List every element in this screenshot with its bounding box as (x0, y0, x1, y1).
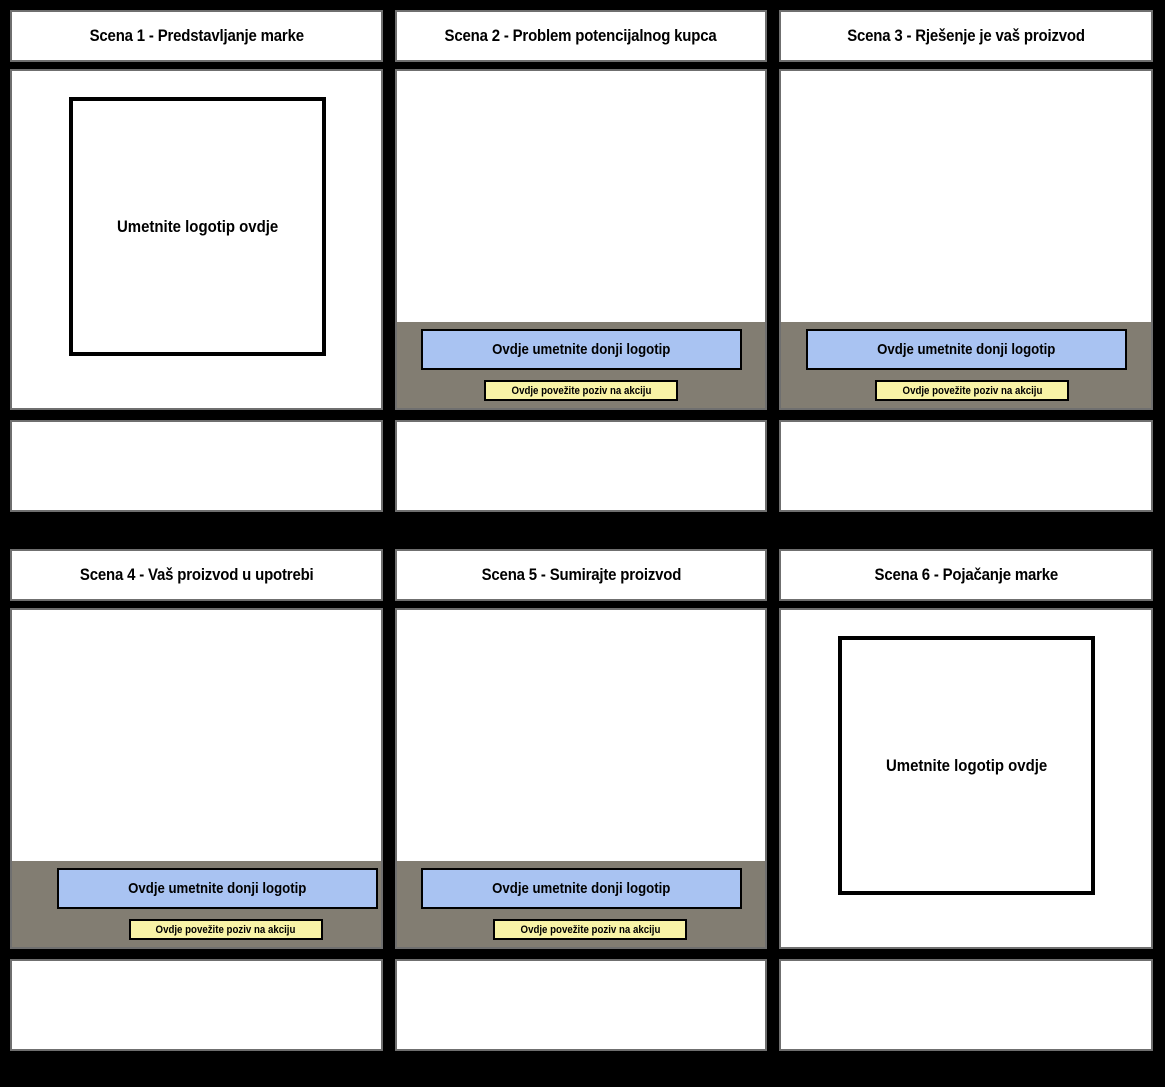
scene-6-logo-placeholder-box[interactable]: Umetnite logotip ovdje (838, 636, 1095, 895)
scene-2-bottom-logo-label: Ovdje umetnite donji logotip (491, 341, 671, 358)
scene-4-bottom-strip: Ovdje umetnite donji logotip Ovdje povež… (12, 861, 381, 947)
scene-3-title-bar[interactable]: Scena 3 - Rješenje je vaš proizvod (779, 10, 1153, 62)
scene-4-title: Scena 4 - Vaš proizvod u upotrebi (79, 565, 314, 584)
scene-3-bottom-logo-button[interactable]: Ovdje umetnite donji logotip (805, 329, 1127, 370)
scene-5-title: Scena 5 - Sumirajte proizvod (481, 565, 681, 584)
scene-4-description-box[interactable] (10, 959, 383, 1051)
scene-6-canvas[interactable]: Umetnite logotip ovdje (779, 608, 1153, 949)
scene-4-cell: Scena 4 - Vaš proizvod u upotrebi Ovdje … (10, 549, 383, 1051)
scene-4-cta-button[interactable]: Ovdje povežite poziv na akciju (128, 919, 323, 940)
scene-2-description-box[interactable] (395, 420, 767, 512)
scene-6-logo-placeholder-label: Umetnite logotip ovdje (885, 755, 1048, 775)
scene-6-cell: Scena 6 - Pojačanje marke Umetnite logot… (779, 549, 1153, 1051)
scene-5-cta-label: Ovdje povežite poziv na akciju (520, 923, 660, 936)
scene-3-bottom-logo-label: Ovdje umetnite donji logotip (876, 341, 1056, 358)
scene-4-title-bar[interactable]: Scena 4 - Vaš proizvod u upotrebi (10, 549, 383, 601)
scene-6-title-bar[interactable]: Scena 6 - Pojačanje marke (779, 549, 1153, 601)
scene-5-canvas[interactable]: Ovdje umetnite donji logotip Ovdje povež… (395, 608, 767, 949)
scene-1-canvas[interactable]: Umetnite logotip ovdje (10, 69, 383, 410)
scene-5-bottom-logo-label: Ovdje umetnite donji logotip (491, 880, 671, 897)
scene-2-cta-label: Ovdje povežite poziv na akciju (511, 384, 651, 397)
scene-2-bottom-strip: Ovdje umetnite donji logotip Ovdje povež… (397, 322, 765, 408)
scene-5-cell: Scena 5 - Sumirajte proizvod Ovdje umetn… (395, 549, 767, 1051)
scene-3-cta-label: Ovdje povežite poziv na akciju (902, 384, 1042, 397)
scene-2-title: Scena 2 - Problem potencijalnog kupca (444, 26, 717, 45)
scene-2-cta-button[interactable]: Ovdje povežite poziv na akciju (484, 380, 678, 401)
scene-5-bottom-strip: Ovdje umetnite donji logotip Ovdje povež… (397, 861, 765, 947)
scene-1-cell: Scena 1 - Predstavljanje marke Umetnite … (10, 10, 383, 512)
scene-6-title: Scena 6 - Pojačanje marke (874, 565, 1058, 584)
scene-2-canvas[interactable]: Ovdje umetnite donji logotip Ovdje povež… (395, 69, 767, 410)
scene-1-description-box[interactable] (10, 420, 383, 512)
scene-5-bottom-logo-button[interactable]: Ovdje umetnite donji logotip (420, 868, 742, 909)
scene-3-title: Scena 3 - Rješenje je vaš proizvod (847, 26, 1085, 45)
scene-4-canvas[interactable]: Ovdje umetnite donji logotip Ovdje povež… (10, 608, 383, 949)
scene-1-title-bar[interactable]: Scena 1 - Predstavljanje marke (10, 10, 383, 62)
scene-2-cell: Scena 2 - Problem potencijalnog kupca Ov… (395, 10, 767, 512)
scene-3-cta-button[interactable]: Ovdje povežite poziv na akciju (875, 380, 1069, 401)
scene-5-title-bar[interactable]: Scena 5 - Sumirajte proizvod (395, 549, 767, 601)
scene-1-title: Scena 1 - Predstavljanje marke (89, 26, 304, 45)
scene-4-bottom-logo-label: Ovdje umetnite donji logotip (128, 880, 307, 897)
scene-2-title-bar[interactable]: Scena 2 - Problem potencijalnog kupca (395, 10, 767, 62)
storyboard-grid: Scena 1 - Predstavljanje marke Umetnite … (10, 10, 1153, 1051)
scene-6-description-box[interactable] (779, 959, 1153, 1051)
scene-3-bottom-strip: Ovdje umetnite donji logotip Ovdje povež… (781, 322, 1151, 408)
scene-4-cta-label: Ovdje povežite poziv na akciju (155, 923, 296, 936)
scene-5-description-box[interactable] (395, 959, 767, 1051)
scene-1-logo-placeholder-label: Umetnite logotip ovdje (116, 216, 279, 236)
scene-4-bottom-logo-button[interactable]: Ovdje umetnite donji logotip (57, 868, 378, 909)
scene-5-cta-button[interactable]: Ovdje povežite poziv na akciju (493, 919, 687, 940)
scene-3-canvas[interactable]: Ovdje umetnite donji logotip Ovdje povež… (779, 69, 1153, 410)
scene-3-description-box[interactable] (779, 420, 1153, 512)
scene-3-cell: Scena 3 - Rješenje je vaš proizvod Ovdje… (779, 10, 1153, 512)
scene-2-bottom-logo-button[interactable]: Ovdje umetnite donji logotip (420, 329, 742, 370)
scene-1-logo-placeholder-box[interactable]: Umetnite logotip ovdje (69, 97, 326, 356)
